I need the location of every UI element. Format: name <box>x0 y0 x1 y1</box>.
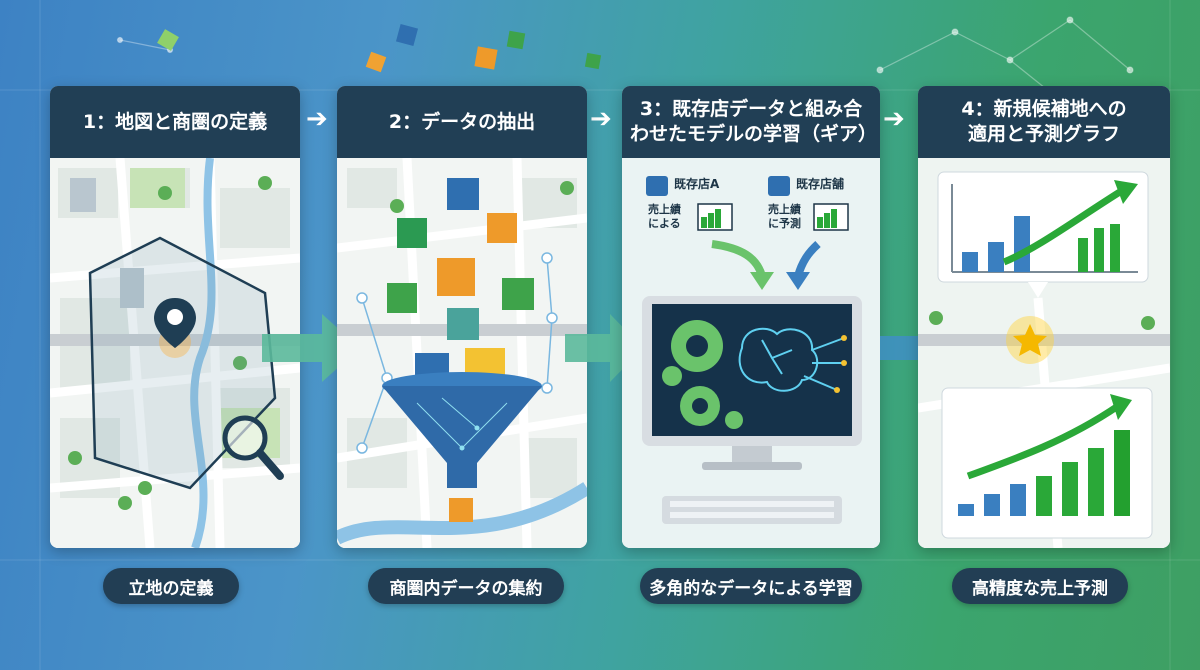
store-b-label: 既存店舗 <box>796 178 844 192</box>
arrow-right-icon: ➔ <box>306 104 328 134</box>
floating-cube <box>474 46 497 69</box>
floating-cube <box>396 24 418 46</box>
store-b-sub2: に予測 <box>768 218 801 231</box>
prediction-illustration <box>918 158 1170 548</box>
building-icon <box>70 178 96 212</box>
step-2-title: 2：データの抽出 <box>337 86 587 158</box>
store-icon <box>768 176 790 196</box>
store-a-label: 既存店A <box>674 178 719 192</box>
step-3-title-line2: わせたモデルの学習（ギア） <box>630 122 872 147</box>
step-3-panel: 3：既存店データと組み合 わせたモデルの学習（ギア） <box>622 86 880 548</box>
data-cube <box>449 498 473 522</box>
data-cube <box>487 213 517 243</box>
step-4-caption: 高精度な売上予測 <box>952 568 1128 604</box>
floating-cube <box>366 52 387 73</box>
forecast-chart-callout <box>938 172 1148 298</box>
step-3-caption: 多角的なデータによる学習 <box>640 568 862 604</box>
store-a-sub2: による <box>648 218 681 231</box>
step-3-title: 3：既存店データと組み合 わせたモデルの学習（ギア） <box>622 86 880 158</box>
step-4-panel: 4：新規候補地への 適用と予測グラフ <box>918 86 1170 548</box>
floating-cube <box>585 53 601 69</box>
step-2-panel: 2：データの抽出 <box>337 86 587 548</box>
data-cube <box>397 218 427 248</box>
step-4-title-line2: 適用と予測グラフ <box>968 122 1120 147</box>
data-cube <box>387 283 417 313</box>
step-4-title: 4：新規候補地への 適用と予測グラフ <box>918 86 1170 158</box>
star-icon <box>1006 316 1054 364</box>
step-4-title-line1: 4：新規候補地への <box>961 97 1126 122</box>
data-cube <box>447 178 479 210</box>
floating-cube <box>507 31 526 50</box>
arrow-right-icon: ➔ <box>883 104 905 134</box>
step-3-title-line1: 3：既存店データと組み合 <box>640 97 862 122</box>
data-cube <box>447 308 479 340</box>
arrow-right-icon: ➔ <box>590 104 612 134</box>
data-cube <box>502 278 534 310</box>
step-1-caption: 立地の定義 <box>103 568 239 604</box>
step-2-caption: 商圏内データの集約 <box>368 568 564 604</box>
data-cube <box>437 258 475 296</box>
store-icon <box>646 176 668 196</box>
step-1-title: 1：地図と商圏の定義 <box>50 86 300 158</box>
data-funnel-illustration <box>337 158 587 548</box>
sales-forecast-chart <box>942 388 1152 538</box>
store-a-sub1: 売上績 <box>648 204 681 217</box>
store-b-sub1: 売上績 <box>768 204 801 217</box>
